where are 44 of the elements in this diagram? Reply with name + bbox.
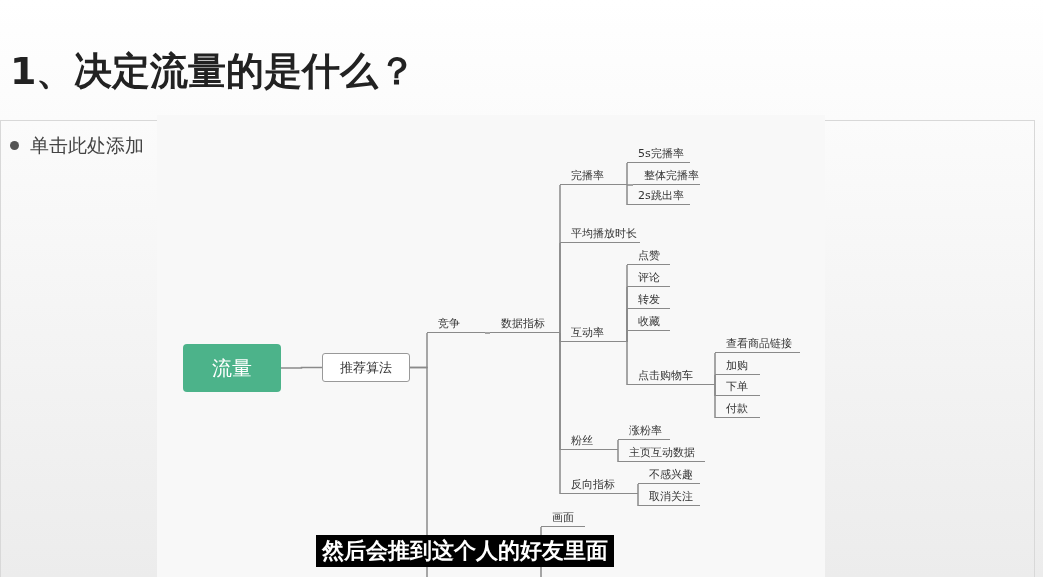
branch-topic: 画面 <box>541 510 585 527</box>
connector-line <box>626 330 628 343</box>
branch-topic: 收藏 <box>627 314 670 331</box>
branch-topic: 5s完播率 <box>627 146 690 163</box>
connector-line <box>626 341 628 386</box>
branch-topic: 竞争 <box>427 316 485 333</box>
branch-topic: 付款 <box>715 401 760 418</box>
connector-line <box>637 483 639 495</box>
branch-topic: 取消关注 <box>638 489 700 506</box>
connector-line <box>714 374 716 386</box>
connector-line <box>626 184 634 186</box>
branch-topic: 主页互动数据 <box>618 445 705 462</box>
branch-topic: 数据指标 <box>490 316 560 333</box>
slide-title: 1、决定流量的是什么？ <box>10 48 417 95</box>
connector-line <box>559 332 561 495</box>
video-subtitle: 然后会推到这个人的好友里面 <box>316 535 614 567</box>
placeholder-text: 单击此处添加 <box>30 133 144 158</box>
branch-topic: 完播率 <box>560 168 627 185</box>
branch-topic: 不感兴趣 <box>638 467 700 484</box>
branch-topic: 2s跳出率 <box>627 188 690 205</box>
topic-box: 推荐算法 <box>322 353 410 382</box>
connector-line <box>714 384 716 419</box>
branch-topic: 加购 <box>715 358 760 375</box>
branch-topic: 查看商品链接 <box>715 336 800 353</box>
branch-topic: 点赞 <box>627 248 670 265</box>
branch-topic: 整体完播率 <box>633 168 700 185</box>
branch-topic: 涨粉率 <box>618 423 670 440</box>
branch-topic: 下单 <box>715 379 760 396</box>
branch-topic: 点击购物车 <box>627 368 715 385</box>
connector-line <box>637 493 639 507</box>
connector-line <box>626 162 628 186</box>
connector-line <box>484 332 491 334</box>
branch-topic: 粉丝 <box>560 433 618 450</box>
connector-line <box>617 439 619 451</box>
connector-line <box>280 366 323 369</box>
connector-line <box>626 184 628 206</box>
branch-topic: 反向指标 <box>560 477 638 494</box>
connector-line <box>559 242 561 334</box>
central-topic-box: 流量 <box>183 344 281 392</box>
branch-topic: 评论 <box>627 270 670 287</box>
branch-topic: 互动率 <box>560 325 627 342</box>
branch-topic: 转发 <box>627 292 670 309</box>
branch-topic: 平均播放时长 <box>560 215 640 243</box>
connector-line <box>617 449 619 463</box>
